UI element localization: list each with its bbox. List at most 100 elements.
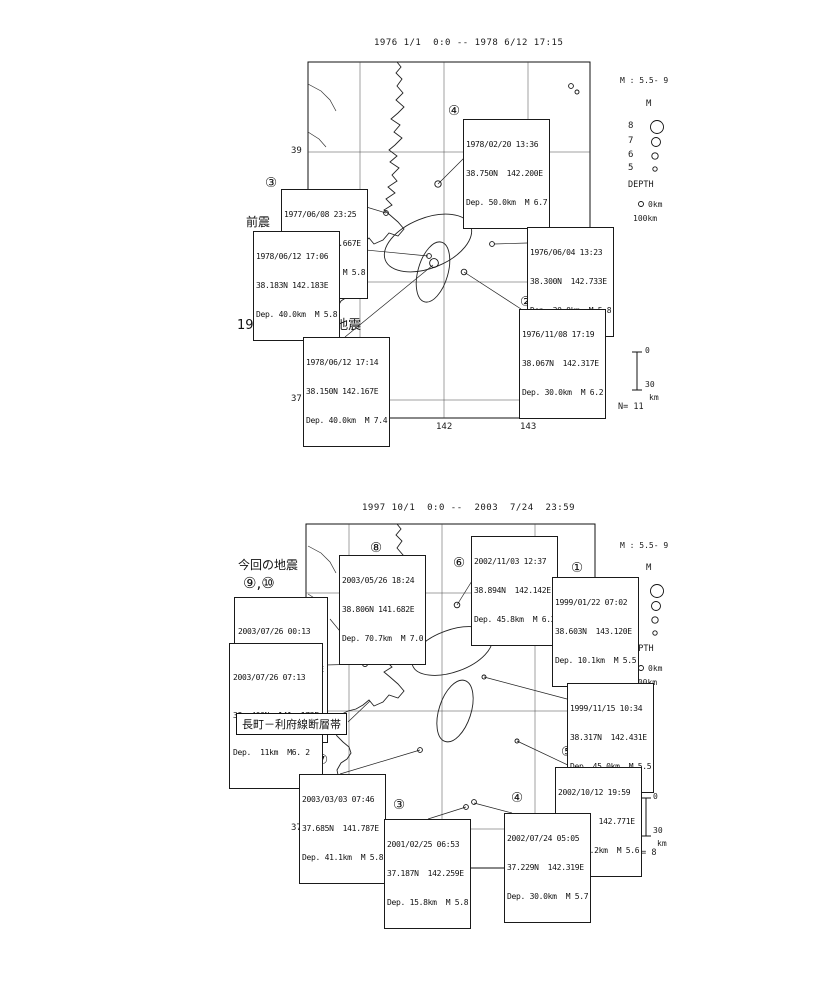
map1-magnitude-legend-circles [638, 120, 664, 207]
event-depth-mag: Dep. 45.8km M 6.2 [474, 614, 556, 624]
event-date: 1977/06/08 23:25 [284, 210, 357, 220]
event-coords: 37.685N 141.787E [302, 823, 379, 833]
event-depth-mag: Dep. 15.8km M 5.8 [387, 897, 469, 907]
event-label-box: 2001/02/25 06:53 37.187N 142.259E Dep. 1… [384, 819, 472, 929]
scale-30-label: 30 [645, 380, 655, 389]
epicenter-marker [568, 83, 574, 89]
epicenter-marker [481, 674, 487, 680]
map2-magnitude-legend-circles [638, 584, 664, 671]
event-depth-mag: Dep. 30.0km M 5.7 [507, 891, 589, 901]
event-date: 2002/07/24 05:05 [507, 834, 580, 844]
legend-m7-label: 7 [628, 136, 634, 146]
event-label-box: 2003/05/26 18:24 38.806N 141.682E Dep. 7… [339, 555, 427, 665]
lon-label-143: 143 [520, 422, 537, 432]
legend-m6-label: 6 [628, 150, 634, 160]
epicenter-marker [426, 253, 432, 259]
legend-m8-label: 8 [628, 121, 634, 131]
event-circled-number: ③ [393, 797, 406, 813]
event-coords: 38.603N 143.120E [555, 626, 632, 636]
current-quake-annotation: 今回の地震 [238, 558, 299, 572]
epicenter-marker [489, 241, 495, 247]
event-date: 1978/06/12 17:14 [306, 358, 379, 368]
scale-0-label: 0 [653, 792, 658, 801]
event-date: 1999/01/22 07:02 [555, 598, 628, 608]
event-date: 2002/10/12 19:59 [558, 788, 631, 798]
event-circled-number: ③ [265, 175, 278, 191]
event-depth-mag: Dep. 40.0km M 7.4 [306, 415, 388, 425]
event-date: 1978/06/12 17:06 [256, 252, 329, 262]
epicenter-marker [463, 804, 469, 810]
lat-label-37: 37 [291, 823, 302, 833]
foreshock-annotation: 前震 [246, 215, 271, 229]
event-date: 2002/11/03 12:37 [474, 557, 547, 567]
epicenter-marker [434, 180, 442, 188]
event-coords: 38.317N 142.431E [570, 732, 647, 742]
event-label-box: 1978/06/12 17:14 38.150N 142.167E Dep. 4… [303, 337, 391, 447]
legend-depth-label: DEPTH [628, 644, 654, 654]
legend-depth-100km: 100km [633, 214, 658, 223]
event-label-box: 2003/03/03 07:46 37.685N 141.787E Dep. 4… [299, 774, 387, 884]
event-depth-mag: Dep. 10.1km M 5.5 [555, 655, 637, 665]
fault-zone-label-box: 長町－利府線断層帯 [236, 713, 347, 735]
event-date: 1976/11/08 17:19 [522, 330, 595, 340]
event-date: 2003/07/26 07:13 [233, 673, 306, 682]
legend-depth-100km: 100km [633, 678, 657, 687]
map1-epicenters [354, 83, 580, 396]
event-depth-mag: Dep. 70.7km M 7.0 [342, 633, 424, 643]
lat-label-39: 39 [291, 146, 302, 156]
scale-km-label: km [657, 839, 667, 848]
event-coords: 38.150N 142.167E [306, 386, 379, 396]
event-date: 2003/03/03 07:46 [302, 795, 375, 805]
legend-depth-0km: 0km [648, 200, 663, 209]
event-date: 2001/02/25 06:53 [387, 840, 460, 850]
lon-label-142: 142 [436, 422, 453, 432]
event-date: 1999/11/15 10:34 [570, 704, 643, 714]
event-circled-number: ④ [448, 103, 461, 119]
legend-m5-label: 5 [628, 163, 634, 173]
legend-depth-label: DEPTH [628, 180, 654, 190]
legend-magnitude-range: M : 5.5- 9 [620, 541, 669, 550]
event-date: 2003/05/26 18:24 [342, 576, 415, 586]
event-coords: 38.067N 142.317E [522, 358, 599, 368]
epicenter-marker [574, 89, 580, 95]
event-circled-number: ⑧ [370, 540, 383, 556]
legend-depth-0km: 0km [648, 664, 663, 673]
epicenter-marker [471, 799, 477, 805]
event-date: 2003/07/26 00:13 [238, 627, 311, 636]
event-depth-mag: Dep. 30.0km M 6.2 [522, 387, 604, 397]
map1-title: 1976 1/1 0:0 -- 1978 6/12 17:15 [374, 38, 564, 48]
legend-magnitude-range: M : 5.5- 9 [620, 76, 669, 85]
event-coords: 38.750N 142.200E [466, 168, 543, 178]
event-circled-number: ④ [511, 790, 524, 806]
event-coords: 37.229N 142.319E [507, 862, 584, 872]
event-circled-number: ⑥ [453, 555, 466, 571]
event-coords: 38.806N 141.682E [342, 604, 415, 614]
event-label-box: 1978/02/20 13:36 38.750N 142.200E Dep. 5… [463, 119, 551, 229]
event-label-box: 2002/11/03 12:37 38.894N 142.142E Dep. 4… [471, 536, 559, 646]
event-label-box: 1999/01/22 07:02 38.603N 143.120E Dep. 1… [552, 577, 640, 687]
event-coords: 38.300N 142.733E [530, 276, 607, 286]
event-circled-number: ① [571, 560, 584, 576]
event-coords: 37.187N 142.259E [387, 868, 464, 878]
scale-km-label: km [649, 393, 659, 402]
event-depth-mag: Dep. 11km M6. 2 [233, 748, 310, 757]
event-coords: 38.183N 142.183E [256, 280, 329, 290]
event-label-box: 2002/07/24 05:05 37.229N 142.319E Dep. 3… [504, 813, 592, 923]
event-depth-mag: Dep. 41.1km M 5.8 [302, 852, 384, 862]
current-quake-numbers: ⑨,⑩ [243, 574, 275, 592]
event-depth-mag: Dep. 50.0km M 6.7 [466, 197, 548, 207]
scale-0-label: 0 [645, 346, 650, 355]
map2-scale-bar [641, 797, 651, 837]
map2-title: 1997 10/1 0:0 -- 2003 7/24 23:59 [362, 503, 576, 513]
epicenter-marker [460, 268, 468, 276]
event-label-box: 1976/11/08 17:19 38.067N 142.317E Dep. 3… [519, 309, 607, 419]
event-depth-mag: Dep. 40.0km M 5.8 [256, 309, 338, 319]
map1-scale-bar [632, 351, 642, 391]
event-depth-mag: Dep. 45.0km M 5.5 [570, 761, 652, 771]
event-count-label: N= 11 [618, 402, 644, 412]
epicenter-marker [514, 738, 520, 744]
epicenter-marker [429, 258, 439, 268]
event-coords: 38.894N 142.142E [474, 585, 551, 595]
event-date: 1978/02/20 13:36 [466, 140, 539, 150]
